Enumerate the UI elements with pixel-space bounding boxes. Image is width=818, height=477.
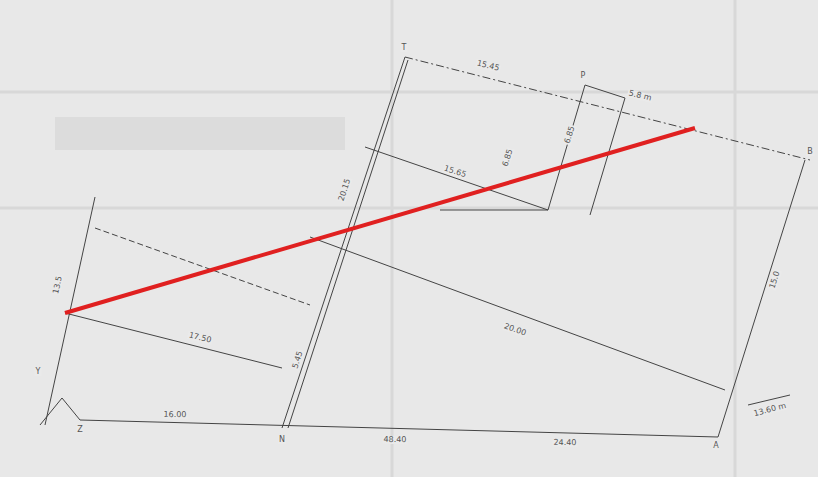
dimension-label: B [806,148,814,156]
dimension-label: A [712,442,719,450]
dimension-label: 16.00 [162,411,187,419]
redaction-bar [55,117,345,150]
dimension-label: P [580,72,587,80]
red-line [65,128,695,313]
dimension-label: Z [76,426,83,434]
plot-lines [40,57,810,437]
dimension-label: N [278,436,286,444]
dimension-label: Y [35,368,42,376]
dimension-label: T [401,44,408,52]
dimension-label: 24.40 [552,439,577,447]
dimension-label: 48.40 [382,436,407,444]
